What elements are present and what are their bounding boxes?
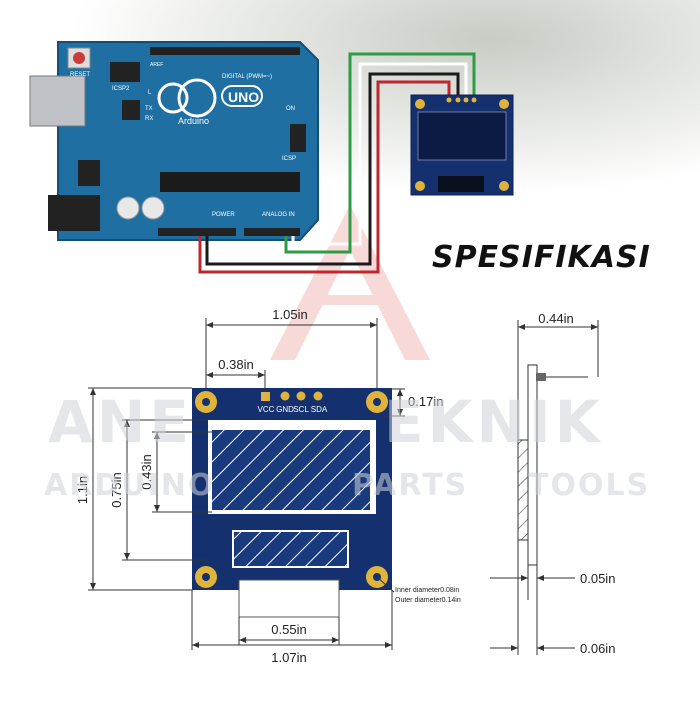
watermark-brand: ANE EKNIK — [48, 388, 600, 456]
watermark-brand-right: EKNIK — [384, 388, 604, 456]
on-label: ON — [286, 106, 295, 112]
hole-outer-note: Outer diameter0.14in — [395, 597, 461, 604]
hole-inner-note: Inner diameter0.08in — [395, 587, 459, 594]
rx-label: RX — [145, 116, 153, 122]
l-label: L — [148, 90, 152, 96]
aref-label: AREF — [150, 62, 163, 68]
wire-scl-white — [291, 62, 468, 246]
pin-sda: SDA — [311, 405, 328, 414]
icsp2-header — [110, 62, 140, 82]
atmega-chip — [160, 172, 300, 192]
watermark-tag-right: TOOLS — [528, 468, 651, 503]
watermark-brand-left: ANE — [48, 388, 194, 456]
chip-small — [122, 100, 140, 120]
capacitor-2 — [141, 196, 165, 220]
power-header — [158, 228, 236, 236]
power-jack — [48, 195, 100, 231]
tx-label: TX — [145, 106, 153, 112]
display-active-area — [212, 430, 370, 510]
oled-front-view: VCC GND SCL SDA — [192, 388, 392, 618]
arduino-brand: Arduino — [178, 116, 209, 126]
analog-label: ANALOG IN — [262, 212, 295, 218]
oled-side-view — [517, 364, 588, 566]
watermark-tag-left: ARDUINO — [44, 468, 216, 503]
dim-display-height: 0.75in — [109, 472, 124, 507]
dim-board-height: 1.1in — [75, 476, 90, 504]
dim-pin-offset: 0.38in — [218, 357, 253, 372]
wire-vcc-red — [198, 80, 451, 274]
page-heading: SPESIFIKASI — [432, 240, 651, 275]
digital-header — [150, 47, 300, 55]
watermark-logo — [270, 205, 430, 360]
side-dimension-lines — [490, 320, 599, 655]
dim-pcb-thickness: 0.05in — [580, 571, 615, 586]
watermark-tag-mid: PARTS — [352, 468, 469, 503]
dimension-arrows — [90, 322, 403, 648]
dim-top-width: 1.05in — [272, 307, 307, 322]
dim-top-margin: 0.17in — [408, 394, 443, 409]
icsp-label: ICSP — [282, 156, 296, 162]
usb-connector — [29, 75, 86, 127]
regulator — [78, 160, 100, 186]
dim-bottom-tab-width: 0.55in — [271, 622, 306, 637]
pin-vcc: VCC — [258, 405, 275, 414]
digital-label: DIGITAL (PWM=~) — [222, 74, 272, 80]
capacitor-1 — [116, 196, 140, 220]
wire-gnd-black — [205, 72, 460, 266]
bottom-tab — [238, 579, 340, 618]
wires — [198, 52, 476, 274]
flex-cable-area — [232, 530, 349, 568]
dim-total-thickness: 0.06in — [580, 641, 615, 656]
side-dimension-arrows — [511, 324, 598, 651]
watermark-tagline: ARDUINO PARTS TOOLS — [44, 468, 648, 503]
dim-glass-height: 0.43in — [139, 454, 154, 489]
pin-scl: SCL — [293, 405, 309, 414]
oled-module-photo — [410, 94, 514, 196]
power-label: POWER — [212, 212, 235, 218]
dim-board-width: 1.07in — [271, 650, 306, 665]
wire-sda-green — [284, 52, 476, 254]
pin-gnd: GND — [276, 405, 294, 414]
arduino-uno-board: RESET ICSP2 AREF DIGITAL (PWM=~) UNO Ard… — [29, 41, 319, 241]
dimension-lines — [88, 318, 405, 650]
icsp2-label: ICSP2 — [112, 86, 130, 92]
uno-logo-text: UNO — [228, 89, 259, 105]
icsp-header — [290, 124, 306, 152]
dim-depth: 0.44in — [538, 311, 573, 326]
reset-label: RESET — [70, 72, 90, 78]
analog-header — [244, 228, 300, 236]
